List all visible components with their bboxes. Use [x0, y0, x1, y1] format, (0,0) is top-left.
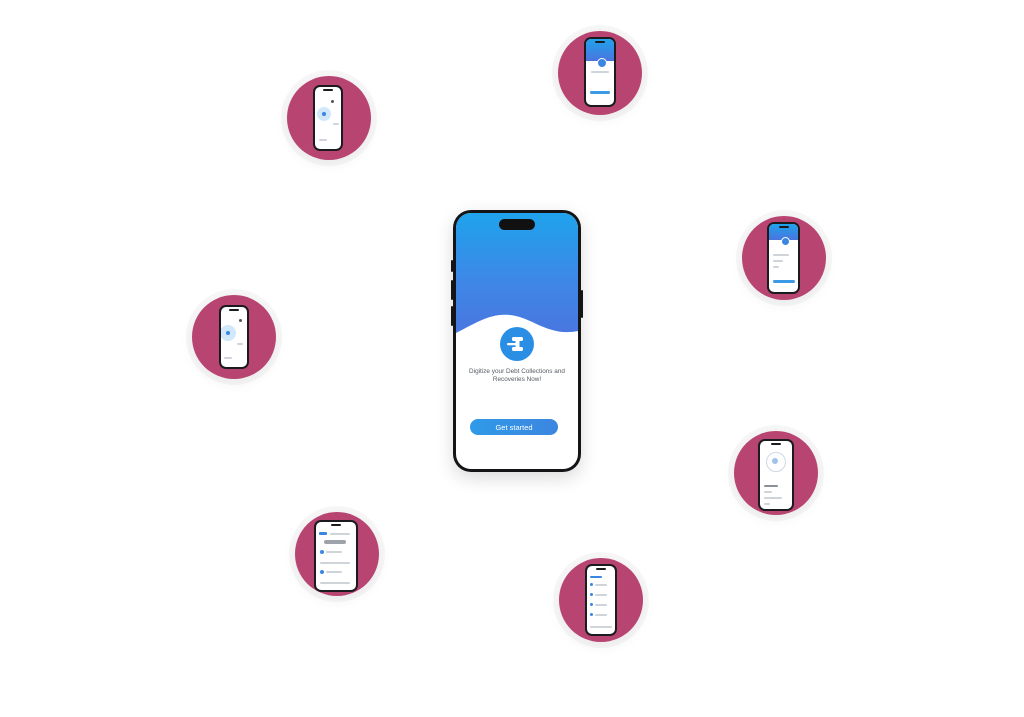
gavel-icon [500, 327, 534, 361]
screen-preview-onboarding[interactable] [558, 31, 642, 115]
get-started-button[interactable]: Get started [470, 419, 558, 435]
screen-preview-settings[interactable] [559, 558, 643, 642]
main-phone-mockup: Digitize your Debt Collections and Recov… [451, 210, 583, 472]
screen-preview-map-left[interactable] [192, 295, 276, 379]
tagline-line-2: Recoveries Now! [492, 376, 542, 383]
tagline-line-1: Digitize your Debt Collections and [469, 368, 565, 375]
mini-phone [314, 520, 358, 592]
mini-phone [584, 37, 616, 107]
screen-preview-map-top[interactable] [287, 76, 371, 160]
screen-preview-task-list[interactable] [295, 512, 379, 596]
mini-phone [585, 564, 617, 636]
onboarding-screen: Digitize your Debt Collections and Recov… [456, 213, 578, 469]
tagline: Digitize your Debt Collections and Recov… [462, 368, 572, 384]
mini-phone [758, 439, 794, 511]
dynamic-island [499, 219, 535, 230]
screen-preview-login[interactable] [742, 216, 826, 300]
mini-phone [767, 222, 800, 294]
mini-phone [313, 85, 343, 151]
screen-preview-profile-stats[interactable] [734, 431, 818, 515]
mini-phone [219, 305, 249, 369]
